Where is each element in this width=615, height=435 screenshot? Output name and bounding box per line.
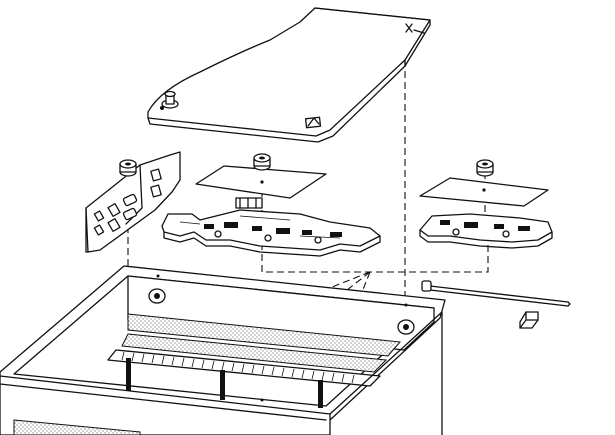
right-board-assembly [419, 159, 553, 249]
cable-tie [421, 280, 571, 307]
din-rail-slots [121, 351, 355, 384]
bracket-knob [119, 159, 137, 177]
clip [519, 311, 539, 329]
center-board-assembly [161, 153, 381, 257]
center-knob [253, 153, 271, 171]
enclosure-box [0, 265, 446, 435]
right-circuit-board [419, 213, 553, 249]
right-knob [476, 159, 494, 177]
cover-lid [147, 7, 431, 143]
cover-logo-icon [405, 23, 425, 34]
box-boss-left [148, 288, 166, 304]
center-standoff [235, 197, 263, 209]
right-plate [419, 177, 549, 207]
center-circuit-board [161, 209, 381, 257]
cover-knob [161, 90, 179, 109]
center-plate [195, 165, 327, 199]
front-bracket [85, 151, 181, 253]
box-boss-right [397, 319, 415, 335]
cover-corner-mark-icon [304, 116, 322, 129]
